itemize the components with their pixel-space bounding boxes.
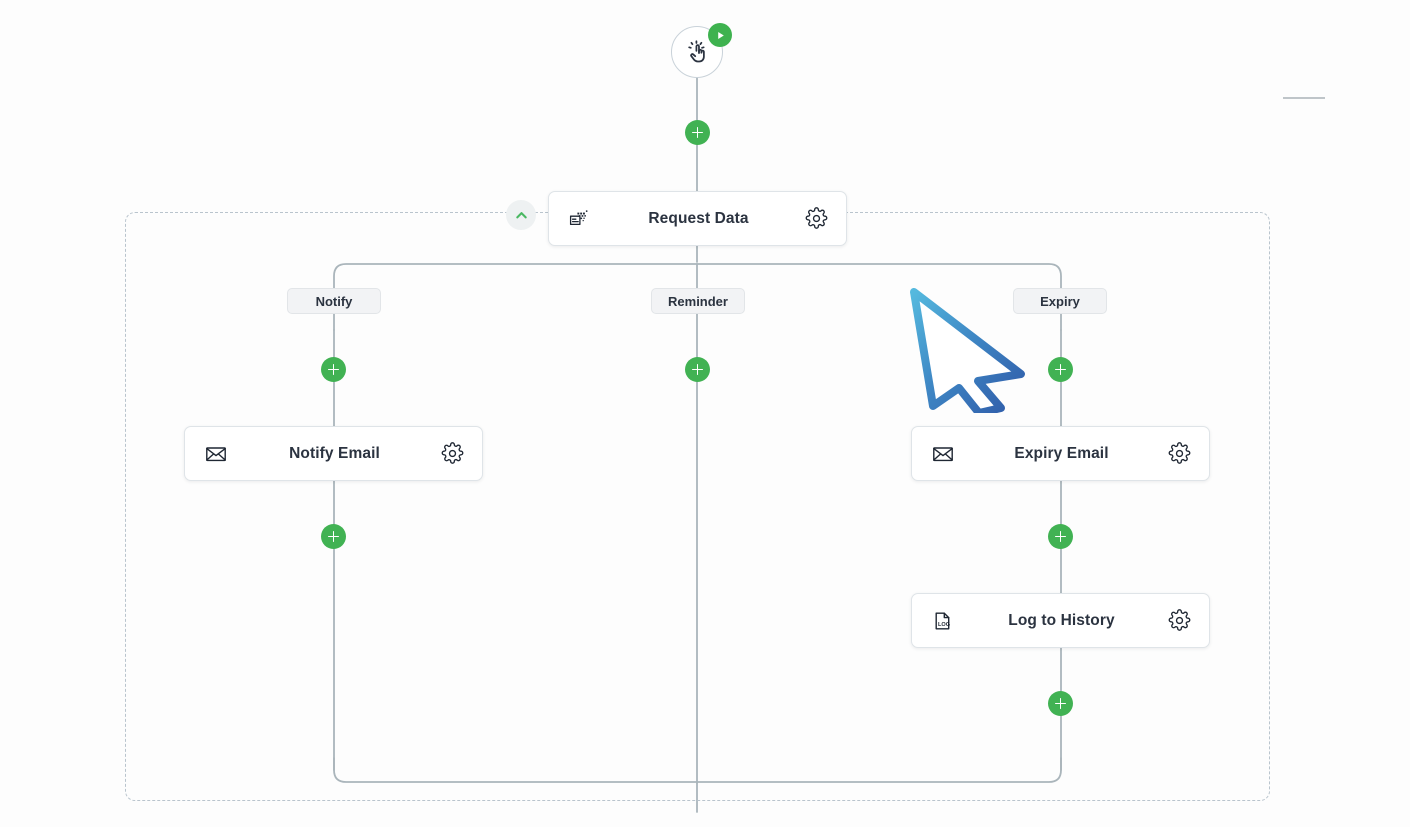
add-step-button-trunk-top[interactable] — [685, 120, 710, 145]
chevron-up-icon — [515, 211, 527, 218]
branch-label-text: Expiry — [1040, 293, 1080, 309]
add-step-button-reminder-1[interactable] — [685, 357, 710, 382]
branch-label-text: Reminder — [668, 293, 728, 309]
log-document-icon: LOG — [928, 606, 958, 636]
envelope-icon — [201, 439, 231, 469]
add-step-button-notify-2[interactable] — [321, 524, 346, 549]
node-request-data[interactable]: Request Data — [548, 191, 847, 246]
gear-icon[interactable] — [802, 205, 830, 233]
play-icon — [717, 31, 724, 39]
add-step-button-notify-1[interactable] — [321, 357, 346, 382]
add-step-button-expiry-1[interactable] — [1048, 357, 1073, 382]
envelope-icon — [928, 439, 958, 469]
branch-label-text: Notify — [315, 293, 353, 309]
data-request-icon — [565, 204, 595, 234]
gear-icon[interactable] — [1165, 607, 1193, 635]
svg-text:LOG: LOG — [938, 622, 950, 628]
node-title: Notify Email — [289, 444, 380, 462]
node-title: Request Data — [648, 209, 749, 227]
workflow-start-node[interactable] — [671, 23, 732, 78]
node-title: Expiry Email — [1014, 444, 1109, 462]
start-play-badge[interactable] — [708, 23, 732, 47]
click-hand-icon — [688, 40, 705, 63]
branch-label-expiry[interactable]: Expiry — [1013, 288, 1107, 314]
collapse-branch-toggle[interactable] — [506, 200, 536, 230]
node-notify-email[interactable]: Notify Email — [184, 426, 483, 481]
artifact-line — [1283, 97, 1325, 99]
gear-icon[interactable] — [1165, 440, 1193, 468]
branch-label-notify[interactable]: Notify — [287, 288, 381, 314]
branch-label-reminder[interactable]: Reminder — [651, 288, 745, 314]
node-log-to-history[interactable]: LOG Log to History — [911, 593, 1210, 648]
gear-icon[interactable] — [438, 440, 466, 468]
add-step-button-expiry-2[interactable] — [1048, 524, 1073, 549]
node-title: Log to History — [1008, 611, 1115, 629]
add-step-button-expiry-3[interactable] — [1048, 691, 1073, 716]
node-expiry-email[interactable]: Expiry Email — [911, 426, 1210, 481]
